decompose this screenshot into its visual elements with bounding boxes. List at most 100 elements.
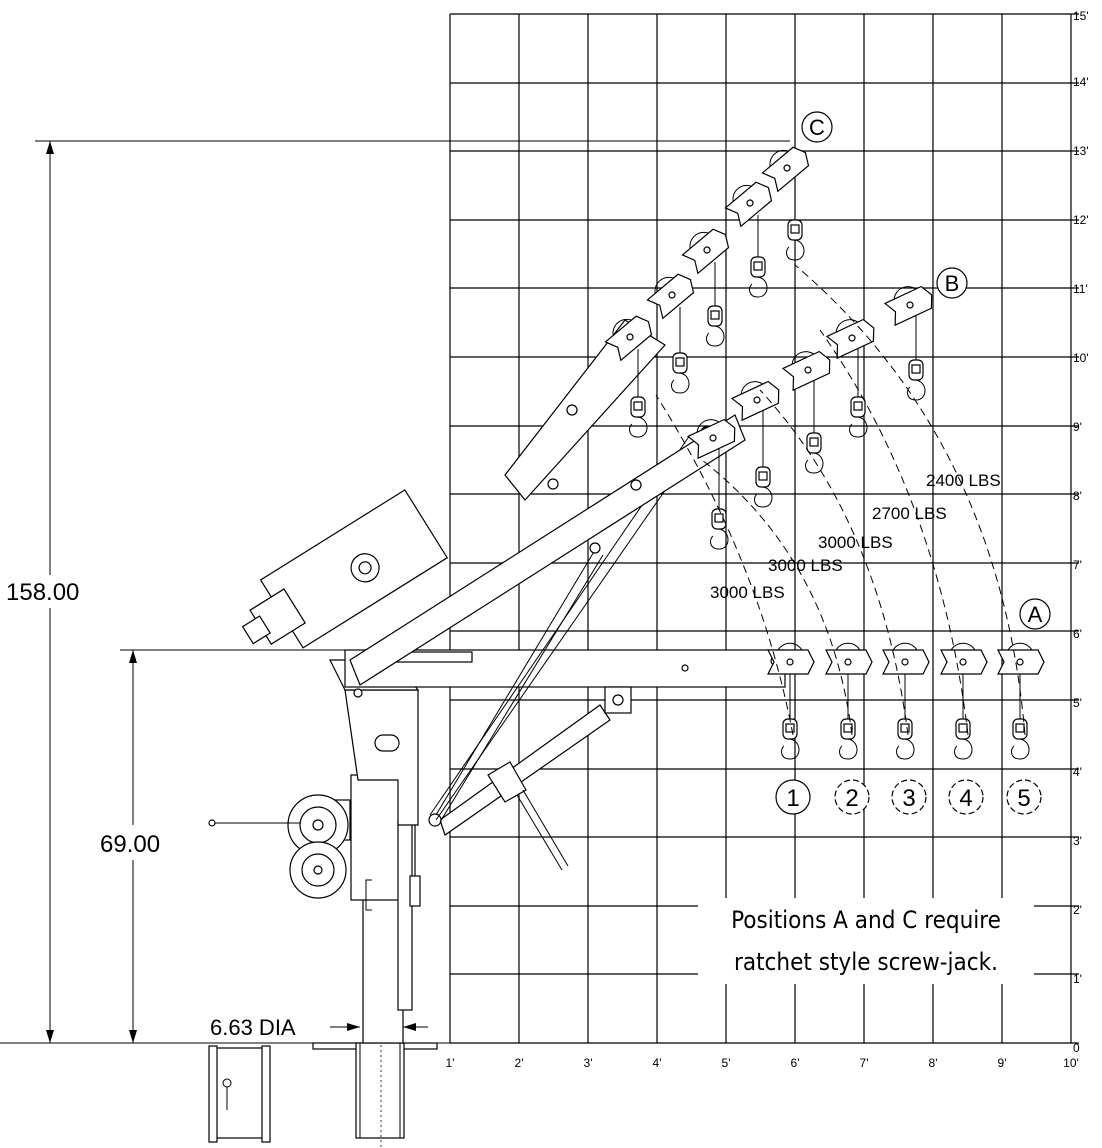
capacity-arcs: [655, 264, 1026, 736]
hook-block: [1015, 723, 1025, 733]
sheave-pin: [626, 333, 634, 341]
position-3: 3: [902, 785, 915, 812]
x-tick-3: 3': [584, 1056, 593, 1070]
position-C: C: [809, 115, 825, 140]
position-letters: A B C: [801, 111, 1051, 630]
sheave-wheel: [612, 318, 632, 336]
sheave-block: [940, 642, 988, 675]
sheave-block: [825, 642, 873, 675]
x-tick-7: 7': [860, 1056, 869, 1070]
sheave-pin: [668, 291, 676, 299]
mast-height-label: 69.00: [100, 831, 160, 858]
sheave-wheel: [654, 276, 674, 294]
y-tick-11: 11': [1073, 282, 1088, 296]
hook-icon: [706, 325, 725, 347]
sheave-block: [882, 642, 930, 675]
y-tick-2: 2': [1073, 903, 1082, 917]
x-tick-8: 8': [929, 1056, 938, 1070]
sheave-wheel: [1007, 642, 1033, 651]
hook-icon: [749, 276, 768, 298]
capacity-label-4: 2700 LBS: [872, 504, 947, 523]
x-tick-5: 5': [722, 1056, 731, 1070]
sheave-wheel: [835, 642, 861, 651]
sheave-pin: [709, 434, 717, 442]
position-5: 5: [1017, 785, 1030, 812]
sheave-pin: [906, 301, 914, 309]
hook-icon: [839, 738, 858, 760]
sheave-block: [825, 318, 875, 360]
capacity-label-5: 2400 LBS: [926, 471, 1001, 490]
y-tick-1: 1': [1073, 972, 1082, 986]
hook-block: [911, 364, 921, 374]
sheave-wheel: [740, 381, 764, 395]
hook-icon: [786, 239, 805, 261]
sheave-wheel: [732, 184, 752, 202]
y-tick-8: 8': [1073, 489, 1082, 503]
sheave-block: [681, 228, 730, 275]
sheave-block: [781, 350, 831, 392]
hook-block: [675, 357, 685, 367]
y-tick-6: 6': [1073, 627, 1082, 641]
hook-block: [758, 471, 768, 481]
x-tick-9: 9': [998, 1056, 1007, 1070]
hook-icon: [671, 372, 690, 394]
capacity-labels: 3000 LBS 3000 LBS 3000 LBS 2700 LBS 2400…: [710, 471, 1001, 602]
hook-icon: [1011, 738, 1030, 760]
y-tick-5: 5': [1073, 696, 1082, 710]
sheave-block: [883, 285, 933, 327]
requirement-note: Positions A and C require ratchet style …: [698, 898, 1034, 984]
sheave-block: [724, 181, 773, 228]
crane-drawing: [208, 319, 786, 1148]
sheave-wheel: [791, 351, 815, 365]
sheave-wheel: [769, 149, 789, 167]
hook-block: [785, 723, 795, 733]
position-numbers: 1 2 3 4 5: [775, 779, 1042, 815]
hook-block: [900, 723, 910, 733]
y-axis-labels: 0 1' 2' 3' 4' 5' 6' 7' 8' 9' 10' 11' 12'…: [1073, 9, 1089, 1055]
hook-icon: [954, 738, 973, 760]
x-tick-2: 2': [515, 1056, 524, 1070]
hook-block: [790, 224, 800, 234]
y-tick-7: 7': [1073, 558, 1082, 572]
sheave-pin: [844, 658, 852, 666]
sheave-wheel: [950, 642, 976, 651]
hook-icon: [754, 486, 773, 508]
hook-block: [853, 401, 863, 411]
hook-block: [714, 513, 724, 523]
hook-block: [753, 261, 763, 271]
diameter-dimension: 6.63 DIA: [210, 1015, 428, 1040]
y-tick-9: 9': [1073, 420, 1082, 434]
x-tick-1: 1': [446, 1056, 455, 1070]
y-tick-4: 4': [1073, 765, 1082, 779]
y-tick-10: 10': [1073, 351, 1089, 365]
sheave-wheel: [689, 231, 709, 249]
position-B: B: [945, 271, 960, 296]
overall-height-dimension: 158.00: [6, 140, 790, 1043]
y-tick-3: 3': [1073, 834, 1082, 848]
hook-block: [843, 723, 853, 733]
sheave-pin: [901, 658, 909, 666]
y-tick-13: 13': [1073, 144, 1089, 158]
hook-icon: [805, 452, 824, 474]
position-1: 1: [786, 785, 799, 812]
sheave-pin: [959, 658, 967, 666]
sheave-block: [730, 380, 780, 422]
hook-icon: [710, 528, 729, 550]
x-tick-4: 4': [653, 1056, 662, 1070]
sheave-block: [997, 642, 1045, 675]
sheave-pin: [848, 334, 856, 342]
x-tick-10: 10': [1063, 1056, 1079, 1070]
sheave-pin: [703, 246, 711, 254]
sheave-block: [646, 273, 695, 320]
sheave-wheel: [777, 642, 803, 651]
hook-block: [710, 310, 720, 320]
y-tick-0: 0: [1073, 1041, 1080, 1055]
hook-icon: [781, 738, 800, 760]
diameter-label: 6.63 DIA: [210, 1015, 296, 1040]
sheave-pin: [804, 366, 812, 374]
sheave-block: [604, 315, 653, 362]
position-A: A: [1028, 602, 1043, 627]
sheave-pin: [746, 199, 754, 207]
position-4: 4: [959, 785, 972, 812]
